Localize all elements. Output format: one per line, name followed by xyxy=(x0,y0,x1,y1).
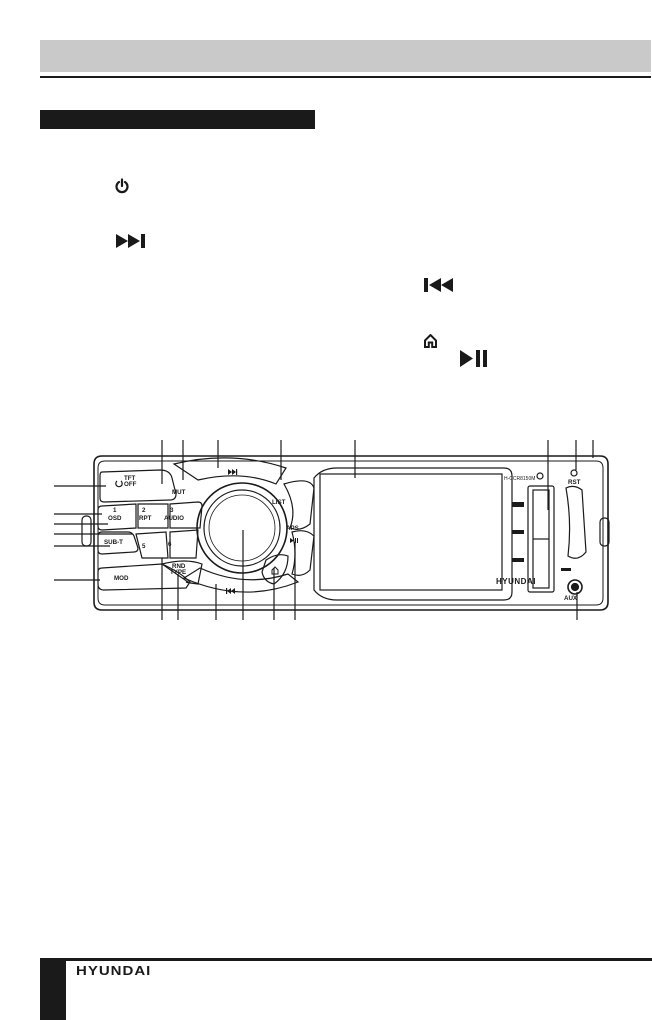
panel-next-icon xyxy=(228,469,232,475)
header-bar xyxy=(40,40,651,72)
indicator-led xyxy=(536,472,544,480)
card-slot-frame xyxy=(527,485,555,593)
display-screen xyxy=(319,473,503,591)
power-tft-button[interactable] xyxy=(99,469,177,503)
aps-button[interactable] xyxy=(291,530,315,576)
rst-label: RST xyxy=(568,479,581,486)
sd-logo xyxy=(561,568,571,571)
volume-knob[interactable] xyxy=(203,489,281,567)
rpt-num-label: 2 xyxy=(142,507,146,514)
mut-next-arc-button[interactable] xyxy=(172,457,287,485)
right-clip xyxy=(599,517,610,547)
aux-label: AUX xyxy=(564,595,578,602)
type-label: TYPE xyxy=(170,569,186,576)
audio-num-label: 3 xyxy=(170,507,174,514)
osd-num-label: 1 xyxy=(113,507,117,514)
panel-pause-icon xyxy=(295,538,296,543)
mmc-logo xyxy=(512,502,524,507)
mut-label: MUT xyxy=(172,489,186,496)
housing-outer xyxy=(93,455,609,611)
aps-label: APS xyxy=(286,525,299,532)
volume-knob-inner xyxy=(208,494,276,562)
osd-label: OSD xyxy=(108,515,122,522)
panel-power-icon xyxy=(115,480,123,488)
prev-arc-button[interactable] xyxy=(182,567,300,593)
next-track-icon xyxy=(116,234,145,248)
panel-home-icon xyxy=(271,566,279,575)
panel-next-icon-bar xyxy=(236,469,238,475)
rpt-label: RPT xyxy=(139,515,152,522)
mod-button[interactable] xyxy=(97,563,191,591)
aux-jack-center xyxy=(570,582,580,592)
housing-inner xyxy=(97,460,604,606)
panel-play-icon xyxy=(290,538,294,543)
button-5-label: 5 xyxy=(142,543,146,550)
rpt-button[interactable] xyxy=(137,503,169,529)
power-icon xyxy=(115,178,129,194)
rnd-label: RND xyxy=(172,563,186,570)
header-rule xyxy=(40,76,651,78)
subt-label: SUB-T xyxy=(104,539,123,546)
footer-brand-logo: HYUNDAI xyxy=(76,964,152,979)
section-title-bar xyxy=(40,110,315,129)
aux-jack[interactable] xyxy=(567,579,583,595)
button-6[interactable] xyxy=(169,529,199,559)
prev-track-icon xyxy=(424,278,453,292)
footer-block xyxy=(40,958,66,1020)
left-clip xyxy=(81,515,92,547)
audio-button[interactable] xyxy=(169,501,203,529)
panel-next-icon xyxy=(232,469,236,475)
sd-card-slot[interactable] xyxy=(565,485,587,559)
panel-pause-icon xyxy=(297,538,298,543)
panel-prev-icon xyxy=(227,588,231,594)
mp3-logo xyxy=(512,530,524,534)
panel-prev-icon-bar xyxy=(226,588,228,594)
usb-logo xyxy=(512,558,524,562)
volume-knob-ring xyxy=(196,482,288,574)
button-5[interactable] xyxy=(135,531,169,559)
home-icon xyxy=(424,334,437,348)
button-6-label: 6 xyxy=(168,541,172,548)
osd-button[interactable] xyxy=(97,503,137,531)
list-button[interactable] xyxy=(283,480,315,530)
panel-prev-icon xyxy=(231,588,235,594)
model-label: H-CCR8150M xyxy=(504,476,535,482)
audio-label: AUDIO xyxy=(164,515,184,522)
mod-label: MOD xyxy=(114,575,129,582)
footer-rule xyxy=(66,958,652,961)
reset-button[interactable] xyxy=(570,469,578,477)
screen-bezel xyxy=(313,467,513,601)
panel-brand-label: HYUNDAI xyxy=(496,577,536,586)
subt-button[interactable] xyxy=(97,531,139,555)
play-pause-icon xyxy=(460,350,487,367)
list-label: LIST xyxy=(272,499,286,506)
